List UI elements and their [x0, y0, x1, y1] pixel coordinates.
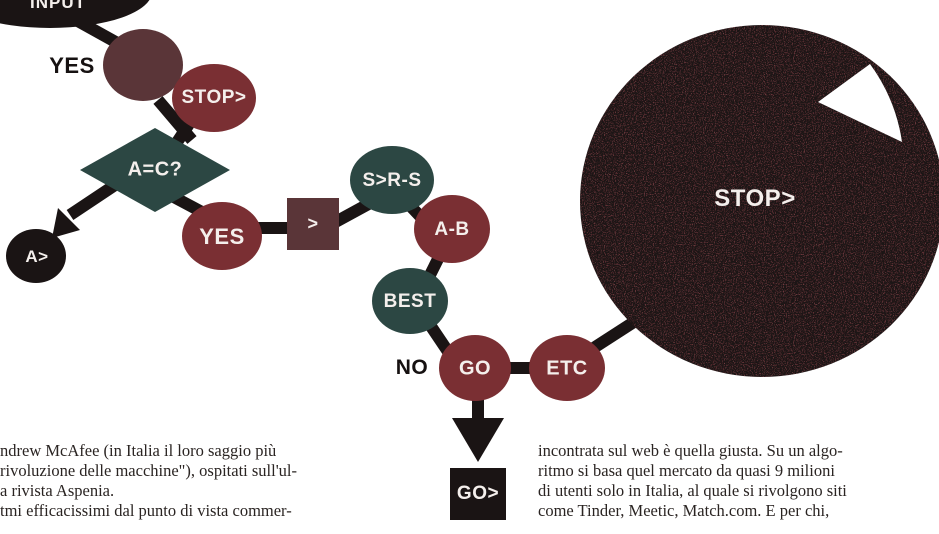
stop-big-label: STOP>: [714, 185, 796, 212]
go-node: [439, 335, 511, 401]
brown-node: [103, 29, 183, 101]
article-line: di utenti solo in Italia, al quale si ri…: [538, 481, 847, 500]
srs-node: [350, 146, 434, 214]
arrow-box-label: >: [307, 213, 319, 234]
arrow-left-icon: [52, 208, 80, 238]
yes-mid-node: [182, 202, 262, 270]
yes-top-label: YES: [49, 53, 95, 78]
input-node: [0, 0, 150, 28]
article-line: tmi efficacissimi dal punto di vista com…: [0, 501, 292, 520]
article-line: incontrata sul web è quella giusta. Su u…: [538, 441, 843, 460]
go-box-node: [450, 468, 506, 520]
article-column-right: incontrata sul web è quella giusta. Su u…: [538, 441, 938, 521]
input-label: INPUT: [30, 0, 86, 12]
yes-mid-label: YES: [199, 224, 245, 249]
decision-label: A=C?: [127, 158, 183, 181]
exit-a-label: A>: [25, 247, 49, 266]
etc-node: [529, 335, 605, 401]
no-label: NO: [395, 356, 429, 379]
etc-label: ETC: [546, 357, 588, 380]
go-label: GO: [458, 357, 492, 380]
exit-a-node: [6, 229, 66, 283]
article-line: come Tinder, Meetic, Match.com. E per ch…: [538, 501, 830, 520]
article-line: rivoluzione delle macchine"), ospitati s…: [0, 461, 297, 480]
best-label: BEST: [383, 291, 437, 312]
best-node: [372, 268, 448, 334]
ab-label: A-B: [434, 219, 470, 240]
article-line: ritmo si basa quel mercato da quasi 9 mi…: [538, 461, 835, 480]
pie-notch-icon: [818, 64, 902, 142]
arrow-down-icon: [452, 418, 504, 462]
article-column-left: ndrew McAfee (in Italia il loro saggio p…: [0, 441, 440, 521]
decision-node: [80, 128, 230, 212]
srs-label: S>R-S: [362, 170, 422, 191]
go-box-label: GO>: [456, 483, 500, 504]
arrow-box-node: [287, 198, 339, 250]
stop-small-label: STOP>: [181, 87, 247, 108]
stop-small-node: [172, 64, 256, 132]
article-line: a rivista Aspenia.: [0, 481, 115, 500]
ab-node: [414, 195, 490, 263]
article-line: ndrew McAfee (in Italia il loro saggio p…: [0, 441, 277, 460]
